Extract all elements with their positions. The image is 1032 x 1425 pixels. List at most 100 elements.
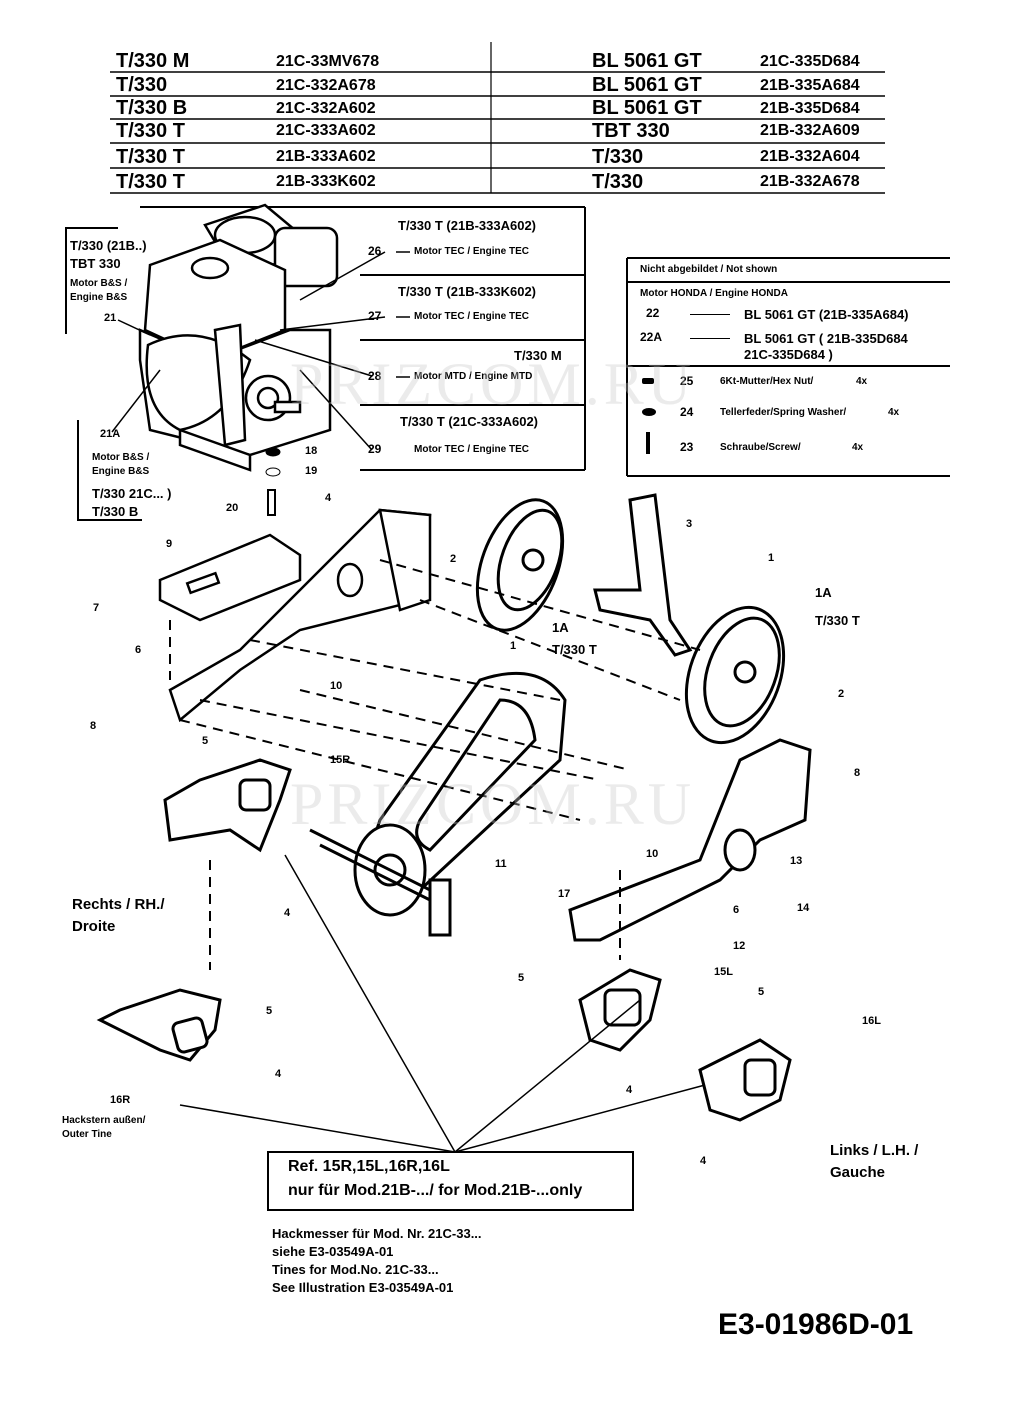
not-shown-text: Tellerfeder/Spring Washer/ [720,407,847,418]
header-model: T/330 [116,74,168,96]
callout: 2 [838,688,845,700]
engine-box-line: TBT 330 [70,256,121,271]
tines-note-line: Hackmesser für Mod. Nr. 21C-33... [272,1226,482,1241]
callout: 1A [552,620,569,635]
header-part: 21B-333K602 [276,173,376,190]
tines [96,758,792,1122]
header-part: 21B-332A604 [760,148,860,165]
chain-case [309,671,567,937]
callout: 8 [90,720,97,732]
header-model: BL 5061 GT [592,50,702,72]
header-part: 21C-332A678 [276,77,376,94]
engine-table-num: 27 [368,309,382,323]
engine-box-line: T/330 B [92,504,139,519]
tines-note-line: Tines for Mod.No. 21C-33... [272,1262,439,1277]
not-shown-text: 21C-335D684 ) [744,347,833,362]
callout: 16R [110,1094,131,1106]
leader-dash [690,314,730,315]
callout: 18 [305,445,318,457]
callout: 12 [733,940,746,952]
header-model: T/330 M [116,50,190,72]
right-side-label: Droite [72,918,116,935]
header-model: BL 5061 GT [592,97,702,119]
header-part: 21B-335D684 [760,100,860,117]
header-part: 21C-333A602 [276,122,376,139]
callout: 10 [646,848,659,860]
callout: 13 [790,855,803,867]
engine-table-text: Motor MTD / Engine MTD [414,371,533,382]
header-model: T/330 T [116,171,185,193]
callout: 19 [305,465,318,477]
callout: 10 [330,680,343,692]
wheel-right [684,605,786,745]
callout: 2 [450,553,457,565]
engine-table-model: T/330 T (21B-333K602) [398,284,537,299]
callout: 9 [166,538,173,550]
engine-table-num: 26 [368,244,382,258]
spring-washer-icon [642,408,656,416]
callout: 16L [862,1015,881,1027]
right-frame [568,738,812,942]
callout: 5 [202,735,209,747]
not-shown-num: 23 [680,440,694,454]
callout: 4 [284,907,291,919]
callout: 5 [758,986,765,998]
not-shown-num: 22A [640,330,663,344]
watermark: PRIZCOM.RU [290,771,696,837]
header-part: 21B-332A609 [760,122,860,139]
engine-illustration [138,203,339,472]
callout: 4 [325,492,332,504]
engine-table-model: T/330 T (21C-333A602) [400,414,539,429]
callout: 5 [266,1005,273,1017]
callout: 11 [495,858,507,870]
engine-table-model: T/330 M [514,348,562,363]
not-shown-qty: 4x [852,442,864,453]
hardware-parts [265,447,281,516]
callout: 4 [626,1084,633,1096]
not-shown-text: Schraube/Screw/ [720,442,801,453]
engine-box-line: Motor B&S / [92,452,150,463]
header-model: T/330 B [116,97,188,119]
header-part: 21B-335A684 [760,77,860,94]
not-shown-num: 22 [646,306,660,320]
header-model: TBT 330 [592,120,670,142]
callout: 5 [518,972,525,984]
not-shown-title: Nicht abgebildet / Not shown [640,264,778,275]
callout: 14 [797,902,810,914]
header-model: T/330 [592,146,644,168]
header-model: T/330 [592,171,644,193]
callout: 8 [854,767,861,779]
header-model: T/330 T [116,120,185,142]
ref-box-line: nur für Mod.21B-.../ for Mod.21B-...only [288,1182,583,1199]
engine-table-num: 28 [368,369,382,383]
left-side-label: Links / L.H. / [830,1142,919,1159]
callout: 7 [93,602,100,614]
callout: 4 [275,1068,282,1080]
header-part: 21B-332A678 [760,173,860,190]
callout: 21A [100,428,121,440]
outer-tine-label: Outer Tine [62,1129,112,1140]
frame-parts [158,508,432,723]
engine-box-line: T/330 21C... ) [92,486,172,501]
not-shown-text: BL 5061 GT (21B-335A684) [744,307,909,322]
header-table-lines [110,42,885,194]
engine-box-line: Motor B&S / [70,278,128,289]
callout: 17 [558,888,571,900]
engine-table-model: T/330 T (21B-333A602) [398,218,537,233]
screw-icon [646,432,650,454]
tines-note-line: See Illustration E3-03549A-01 [272,1280,454,1295]
callout: 4 [700,1155,707,1167]
drawing-number: E3-01986D-01 [718,1308,914,1341]
engine-table-num: 29 [368,442,382,456]
callout: 1A [815,585,832,600]
not-shown-qty: 4x [888,407,900,418]
ref-box-frame [267,1151,634,1211]
callout: 15R [330,754,351,766]
callout: 1 [510,640,517,652]
engine-box-line: Engine B&S [70,292,128,303]
not-shown-subtitle: Motor HONDA / Engine HONDA [640,288,788,299]
callout: T/330 T [552,642,597,657]
header-part: 21B-333A602 [276,148,376,165]
not-shown-text: 6Kt-Mutter/Hex Nut/ [720,376,814,387]
right-side-label: Rechts / RH./ [72,896,165,913]
